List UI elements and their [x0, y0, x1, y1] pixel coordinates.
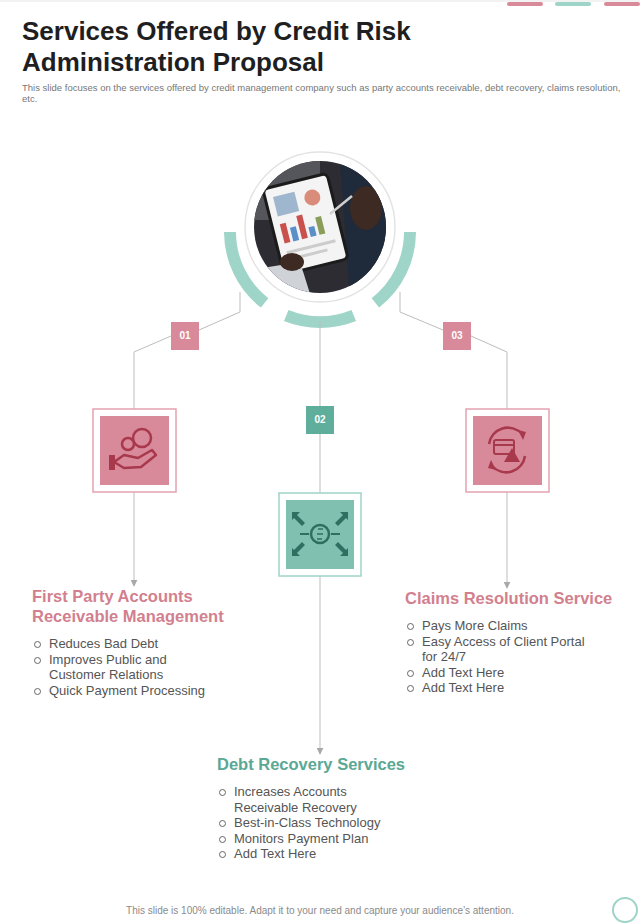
step-number-box: 02	[306, 406, 334, 434]
callout-number: 01	[179, 330, 190, 342]
step-number-box: 03	[443, 322, 471, 350]
recovery-icon	[279, 493, 361, 576]
service-bullet: Best-in-Class Technology	[217, 815, 392, 831]
receivable-icon	[93, 409, 176, 492]
service-bullet: Improves Public and Customer Relations	[32, 652, 217, 683]
leader-line	[400, 292, 443, 330]
top-bar	[507, 2, 543, 6]
slide-title: Services Offered by Credit Risk Administ…	[22, 16, 462, 78]
claims-icon	[466, 409, 549, 492]
service-heading: Claims Resolution Service	[405, 588, 630, 608]
service-bullet: Increases Accounts Receivable Recovery	[217, 784, 392, 815]
corner-circle	[613, 898, 637, 922]
connector-arrow	[320, 434, 321, 754]
service-bullet: Add Text Here	[405, 665, 592, 681]
service-heading: First Party Accounts Receivable Manageme…	[32, 586, 262, 626]
service-bullet: Pays More Claims	[405, 618, 592, 634]
top-rule	[0, 1, 640, 2]
service-bullet: Reduces Bad Debt	[32, 636, 217, 652]
service-heading: Debt Recovery Services	[217, 754, 447, 774]
slide-description: This slide focuses on the services offer…	[22, 82, 622, 104]
callout-number: 02	[314, 414, 325, 426]
photo-illustration	[245, 152, 395, 302]
service-bullet: Add Text Here	[405, 680, 592, 696]
leader-line	[199, 292, 240, 330]
top-bar	[555, 2, 591, 6]
step-number-box: 01	[171, 322, 199, 350]
callout-number: 03	[451, 330, 462, 342]
service-bullet: Quick Payment Processing	[32, 683, 217, 699]
leader-line	[320, 321, 321, 406]
service-bullet: Add Text Here	[217, 846, 392, 862]
service-bullet: Monitors Payment Plan	[217, 831, 392, 847]
service-bullet: Easy Access of Client Portal for 24/7	[405, 634, 592, 665]
service-block: First Party Accounts Receivable Manageme…	[32, 586, 262, 698]
service-block: Debt Recovery ServicesIncreases Accounts…	[217, 754, 447, 862]
service-block: Claims Resolution ServicePays More Claim…	[405, 588, 630, 696]
footer-note: This slide is 100% editable. Adapt it to…	[0, 905, 640, 917]
top-bar	[604, 2, 640, 6]
